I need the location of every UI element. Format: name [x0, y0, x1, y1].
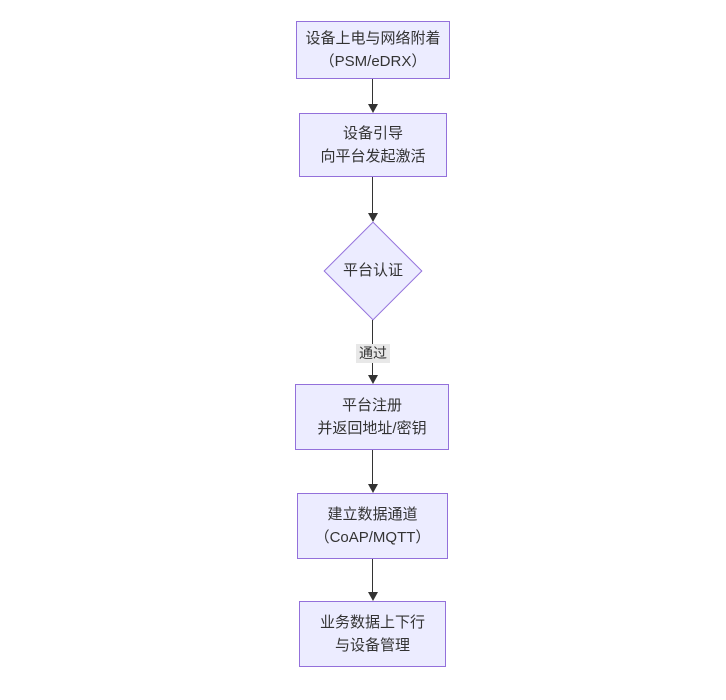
arrowhead-icon — [368, 213, 378, 222]
flowchart-node-platform-auth-label: 平台认证 — [342, 262, 403, 279]
arrowhead-icon — [368, 484, 378, 493]
edge-line-d-e — [372, 450, 373, 484]
arrowhead-icon — [368, 375, 378, 384]
edge-line-e-f — [372, 559, 373, 592]
edge-line-a-b — [372, 79, 373, 105]
arrowhead-icon — [368, 592, 378, 601]
edge-line-b-c — [372, 177, 373, 214]
flowchart-node-data-channel: 建立数据通道 （CoAP/MQTT） — [297, 493, 448, 559]
flowchart-node-platform-register: 平台注册 并返回地址/密钥 — [295, 384, 449, 450]
flowchart-node-business-data: 业务数据上下行 与设备管理 — [299, 601, 446, 667]
arrowhead-icon — [368, 104, 378, 113]
flowchart-node-device-power-attach: 设备上电与网络附着 （PSM/eDRX） — [296, 21, 450, 79]
edge-label-pass: 通过 — [356, 344, 390, 363]
flowchart-node-device-bootstrap: 设备引导 向平台发起激活 — [299, 113, 447, 177]
